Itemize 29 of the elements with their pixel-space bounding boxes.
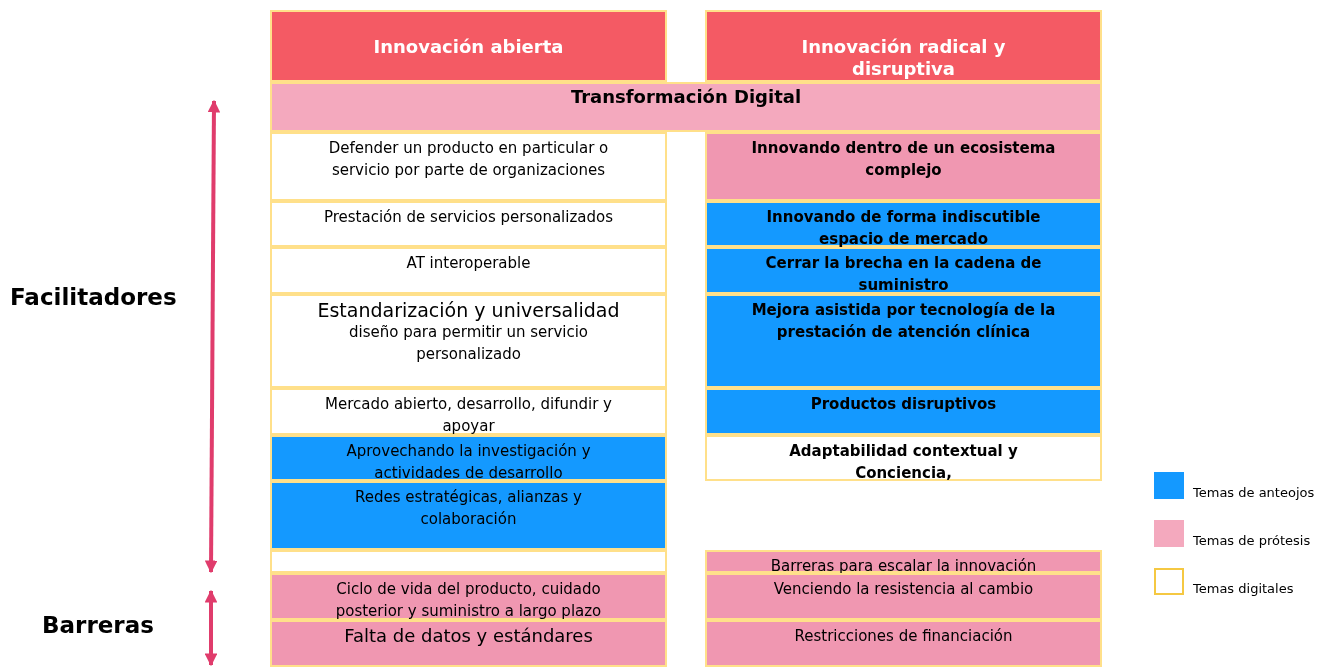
table-cell: Restricciones de financiación: [705, 620, 1102, 667]
table-cell: Venciendo la resistencia al cambio: [705, 573, 1102, 620]
table-cell: Barreras para escalar la innovación: [705, 550, 1102, 573]
table-cell: Ciclo de vida del producto, cuidado posterior y suministro a largo plazo: [270, 573, 667, 620]
empty-cell: [270, 550, 667, 573]
table-cell: Mejora asistida por tecnología de la prestación de atención clínica: [705, 294, 1102, 388]
table-cell: Mercado abierto, desarrollo, difundir y apoyar: [270, 388, 667, 435]
table-cell: Innovando dentro de un ecosistema complejo: [705, 132, 1102, 201]
table-cell: Redes estratégicas, alianzas y colaboración: [270, 481, 667, 550]
row-group-label: Barreras: [42, 612, 154, 638]
table-cell: Falta de datos y estándares: [270, 620, 667, 667]
table-cell: AT interoperable: [270, 247, 667, 294]
cell-heading: Estandarización y universalidad: [316, 299, 621, 321]
table-cell: [270, 294, 667, 388]
table-cell: Defender un producto en particular o servicio por parte de organizaciones: [270, 132, 667, 201]
row-group-label: Facilitadores: [10, 284, 177, 310]
column-header: Innovación abierta: [270, 10, 667, 82]
column-header: Innovación radical y disruptiva: [705, 10, 1102, 82]
table-cell: Productos disruptivos: [705, 388, 1102, 435]
table-cell: Adaptabilidad contextual y Conciencia,: [705, 435, 1102, 481]
table-cell: Transformación Digital: [270, 82, 1102, 132]
table-cell: Prestación de servicios personalizados: [270, 201, 667, 247]
legend-label: Temas de anteojos: [1193, 485, 1315, 500]
table-cell: Cerrar la brecha en la cadena de suministro: [705, 247, 1102, 294]
legend-label: Temas de prótesis: [1193, 533, 1311, 548]
table-cell: Aprovechando la investigación y actividades de desarrollo: [270, 435, 667, 481]
cell-text: diseño para permitir un servicio personalizado: [347, 322, 590, 365]
legend-label: Temas digitales: [1193, 581, 1294, 596]
table-cell: Innovando de forma indiscutible espacio de mercado: [705, 201, 1102, 247]
